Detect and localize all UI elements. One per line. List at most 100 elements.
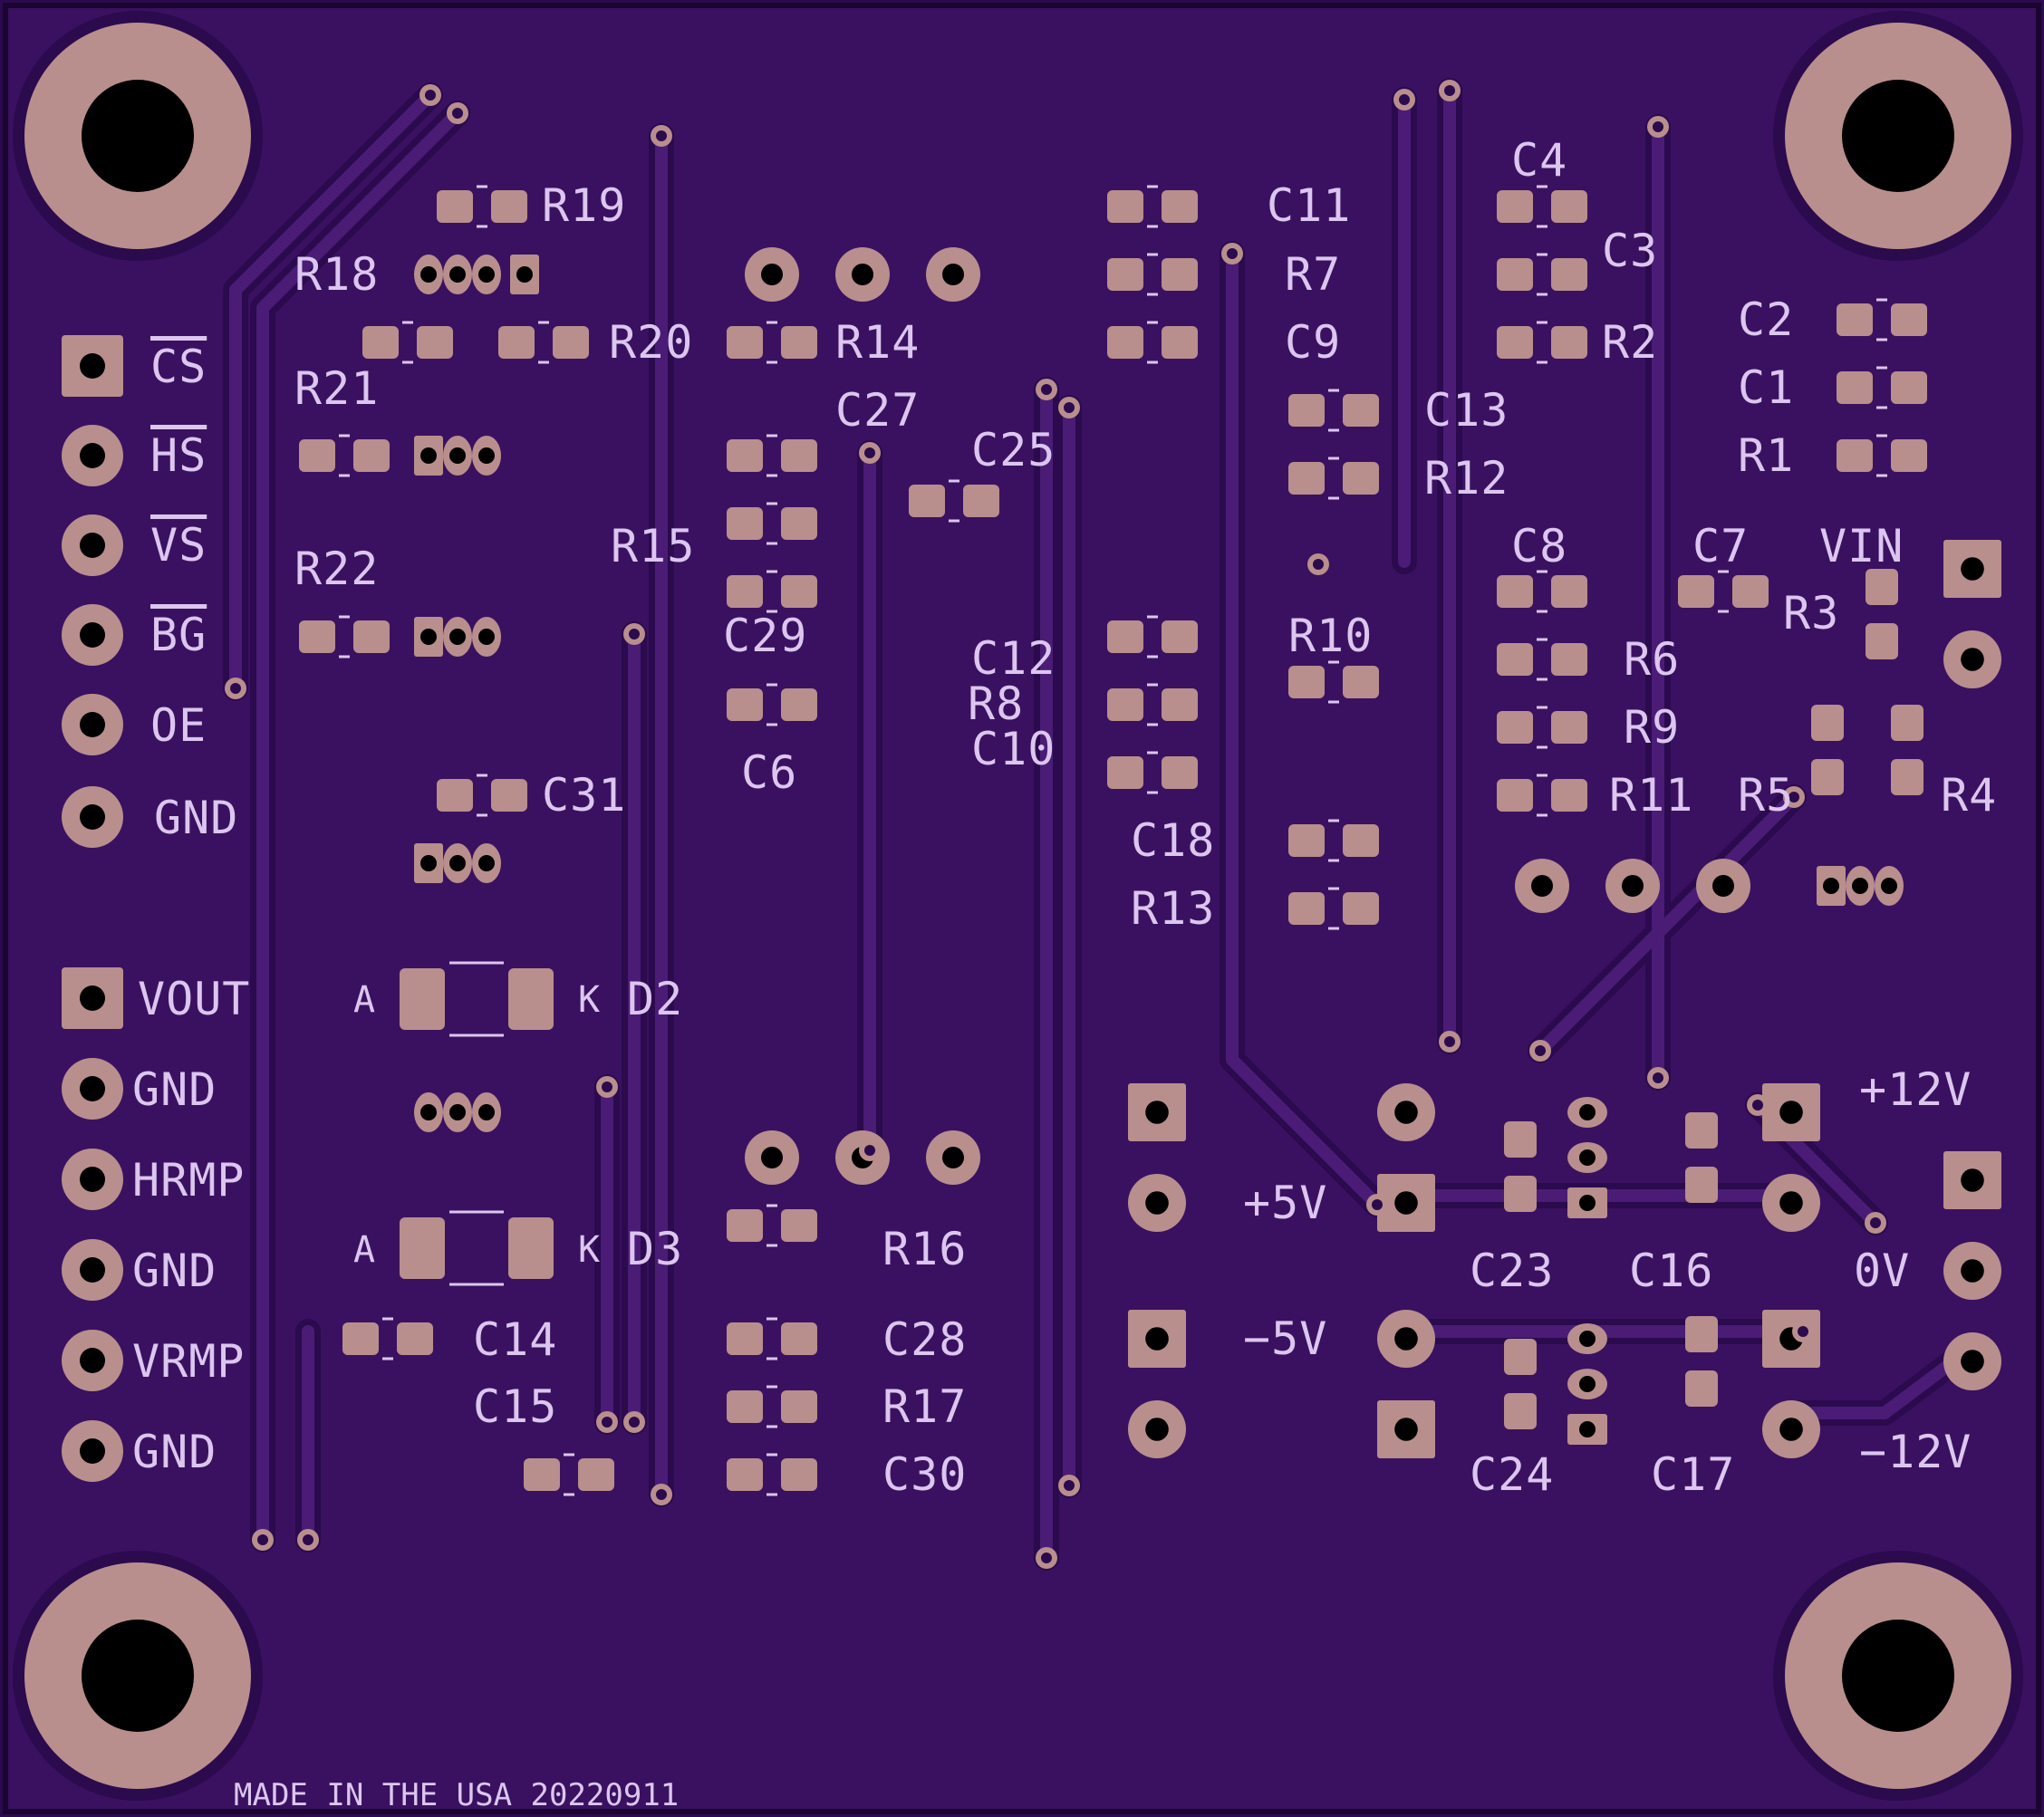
smd-pad [1288,462,1325,495]
smd-pad [1891,759,1923,795]
refdes-c17: C17 [1651,1448,1736,1501]
smd-pad [299,439,335,472]
tht-hole [1579,1376,1596,1392]
smd-pad [1551,643,1587,676]
tht-hole [1579,1421,1596,1437]
refdes-vin: VIN [1819,520,1904,572]
tht-hole [420,629,437,645]
smd-pad [1504,1339,1537,1375]
via-hole [864,1145,875,1156]
smd-pad [1162,258,1198,291]
diode-pad [400,1217,445,1279]
via-hole [629,629,640,639]
tht-hole [761,264,783,285]
smd-pad [1107,688,1143,721]
smd-pad [727,507,763,540]
refdes-r1: R1 [1738,429,1795,482]
smd-pad [727,439,763,472]
via-hole [656,130,667,141]
tht-hole [449,266,466,283]
refdes-r15: R15 [611,520,696,572]
smd-pad [362,326,399,359]
tht-hole [1961,1259,1984,1283]
via-hole [1227,248,1238,259]
via-hole [602,1082,612,1092]
power-label-m12: −12V [1859,1426,1972,1478]
smd-pad [498,326,535,359]
smd-pad [1343,892,1379,925]
tht-hole [449,855,466,871]
smd-pad [1678,575,1714,608]
refdes-c2: C2 [1738,293,1795,346]
smd-pad [781,575,817,608]
oe-text: OE [150,699,207,752]
refdes-r17: R17 [882,1380,968,1433]
smd-pad [1162,190,1198,223]
smd-pad [1288,824,1325,857]
header-out-pads [62,967,123,1482]
smd-pad [578,1458,614,1491]
pin-label-bg: BG [150,609,207,661]
refdes-c31: C31 [542,769,627,822]
smd-pad [1162,620,1198,653]
tht-hole [420,855,437,871]
refdes-c12: C12 [971,632,1056,685]
header-left-pads [62,335,123,848]
smd-pad [1497,258,1533,291]
smd-pad [1685,1112,1718,1149]
refdes-c15: C15 [473,1380,558,1433]
smd-pads [299,185,1927,1496]
refdes-r20: R20 [609,316,694,369]
smd-pad [1107,326,1143,359]
tht-hole [942,264,964,285]
pin-label-gnd: GND [154,792,239,844]
via-hole [257,1534,268,1545]
smd-pad [781,1458,817,1491]
smd-pad [1288,892,1325,925]
refdes-r11: R11 [1609,769,1694,822]
tht-hole [1712,875,1734,897]
tht-hole [942,1147,964,1168]
refdes-r6: R6 [1624,633,1681,686]
via-hole [656,1489,667,1500]
smd-pad [1732,575,1769,608]
refdes-c11: C11 [1267,179,1352,232]
d3-cathode-mark: K [578,1229,602,1271]
via-hole [1798,1326,1808,1337]
diode-pad [400,968,445,1030]
tht-hole [1823,878,1839,894]
smd-pad [1891,371,1927,404]
smd-pad [1811,759,1844,795]
smd-pad [1107,620,1143,653]
tht-hole [1579,1331,1596,1347]
smd-pad [727,1322,763,1355]
refdes-c9: C9 [1285,316,1342,369]
via-hole [1653,1072,1663,1083]
refdes-c28: C28 [882,1313,968,1366]
tht-hole [1881,878,1897,894]
smd-pad [299,620,335,653]
smd-pad [1891,705,1923,741]
refdes-r22: R22 [294,543,380,595]
tht-hole [478,266,495,283]
smd-pad [1162,756,1198,789]
refdes-r21: R21 [294,362,380,415]
smd-pad [353,620,390,653]
smd-pad [1551,258,1587,291]
refdes-c4: C4 [1511,134,1568,187]
smd-pad [781,688,817,721]
refdes-c16: C16 [1629,1245,1714,1297]
refdes-r19: R19 [542,179,627,232]
smd-pad [909,485,945,517]
smd-pad [353,439,390,472]
pin-label-cs: CS [150,341,207,393]
smd-pad [1551,711,1587,744]
tht-hole [1961,1350,1984,1373]
power-label-p12: +12V [1859,1063,1972,1116]
via-hole [425,90,436,101]
refdes-r12: R12 [1424,452,1509,505]
refdes-r16: R16 [882,1223,968,1275]
smd-pad [781,326,817,359]
via-hole [1399,94,1410,105]
smd-pad [553,326,589,359]
